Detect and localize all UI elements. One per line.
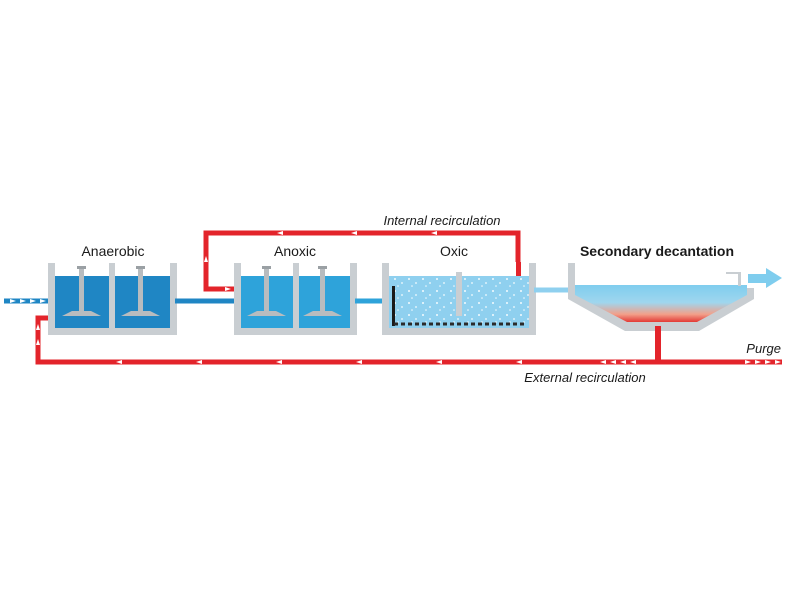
mixer-icon — [247, 266, 286, 316]
label-secondary-decantation: Secondary decantation — [580, 243, 734, 259]
anaerobic-tank — [48, 263, 177, 335]
mixer-icon — [121, 266, 160, 316]
mixer-icon — [62, 266, 101, 316]
internal-recirculation-arrows — [204, 231, 437, 291]
effluent-arrow — [748, 268, 782, 288]
label-purge: Purge — [746, 341, 781, 356]
mixer-icon — [303, 266, 342, 316]
influent-arrows — [10, 299, 46, 303]
label-external-recirculation: External recirculation — [524, 370, 645, 385]
secondary-clarifier — [568, 263, 754, 362]
internal-recirculation-pipe — [203, 230, 521, 292]
anoxic-tank — [234, 263, 357, 335]
purge-arrows — [745, 360, 781, 364]
external-recirculation-arrows — [36, 324, 636, 364]
label-anoxic: Anoxic — [274, 243, 316, 259]
sludge-outlet — [655, 326, 661, 362]
label-oxic: Oxic — [440, 243, 468, 259]
label-anaerobic: Anaerobic — [81, 243, 144, 259]
label-internal-recirculation: Internal recirculation — [383, 213, 500, 228]
clarifier-water — [575, 285, 747, 324]
oxic-tank — [382, 262, 536, 335]
